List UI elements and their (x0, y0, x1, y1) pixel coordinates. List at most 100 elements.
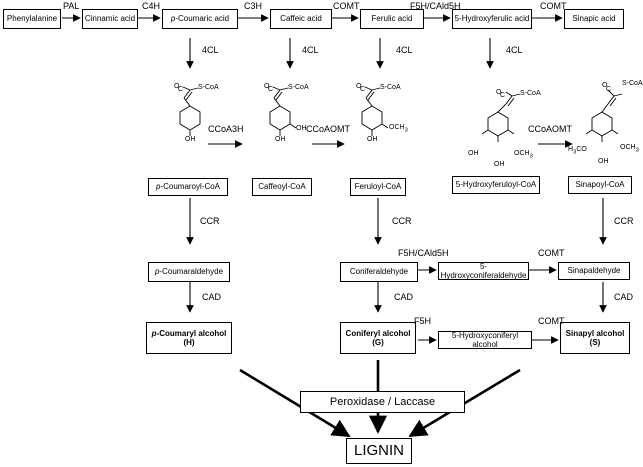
ferulic-acid-box: Ferulic acid (360, 9, 424, 29)
s-coa-3: S-CoA (380, 84, 401, 91)
arrow-s-to-lignin (408, 368, 521, 438)
p-coumaroyl-coa-structure (179, 86, 201, 136)
enzyme-ccoaomt-2: CCoAOMT (528, 124, 573, 134)
enzyme-4cl-3: 4CL (396, 45, 413, 55)
peroxidase-laccase-label: Peroxidase / Laccase (329, 395, 436, 408)
sinapaldehyde-box: Sinapaldehyde (558, 262, 630, 280)
caffeoyl-coa-box: Caffeoyl-CoA (252, 178, 312, 196)
arrow-h-to-lignin (239, 368, 351, 438)
p-coumaroyl-coa-label: -Coumaroyl-CoA (160, 182, 221, 192)
caffeic-acid-box: Caffeic acid (270, 9, 332, 29)
g-unit-label: (G) (372, 338, 384, 347)
enzyme-ccoaomt-1: CCoAOMT (306, 124, 351, 134)
enzyme-ccr-1: CCR (200, 216, 220, 226)
phenylalanine-box: Phenylalanine (3, 9, 61, 29)
coniferyl-alcohol-label: Coniferyl alcohol (345, 328, 411, 338)
hydroxyconiferaldehyde-box: 5-Hydroxyconiferaldehyde (438, 262, 529, 280)
p-prefix: p (170, 14, 176, 24)
s-unit-label: (S) (589, 338, 601, 347)
enzyme-pal: PAL (63, 1, 80, 11)
carbonyl-c-1: C (178, 86, 184, 93)
h3co-5: H3CO (568, 146, 587, 156)
oh-1: OH (185, 136, 196, 143)
s-coa-1: S-CoA (198, 84, 219, 91)
enzyme-4cl-2: 4CL (302, 45, 319, 55)
carbonyl-c-4: C (500, 92, 506, 99)
ferulic-acid-label: Ferulic acid (371, 14, 413, 24)
coniferyl-alcohol-box: Coniferyl alcohol(G) (340, 322, 416, 354)
hydroxyconiferaldehyde-label: 5-Hydroxyconiferaldehyde (440, 261, 527, 280)
och3-3: OCH3 (389, 124, 408, 134)
enzyme-ccoa3h: CCoA3H (208, 124, 244, 134)
p-coumaroyl-coa-box: p-Coumaroyl-CoA (148, 178, 228, 196)
hydroxyconiferyl-alcohol-label: 5-Hydroxyconiferyl alcohol (451, 330, 519, 349)
oh-5: OH (598, 158, 609, 165)
carbonyl-o-2: O (264, 83, 270, 90)
p-coumaraldehyde-box: p-Coumaraldehyde (148, 262, 230, 282)
oh-3: OH (367, 136, 378, 143)
feruloyl-coa-structure (361, 86, 389, 136)
sinapic-acid-box: Sinapic acid (564, 9, 624, 29)
p-coumaric-acid-box: p-Coumaric acid (162, 9, 238, 29)
sinapoyl-coa-box: Sinapoyl-CoA (568, 176, 632, 194)
s-coa-2: S-CoA (288, 84, 309, 91)
carbonyl-c-3: C (360, 86, 366, 93)
sinapyl-alcohol-box: Sinapyl alcohol(S) (560, 322, 630, 354)
enzyme-f5h-cald5h-2: F5H/CAld5H (398, 248, 449, 258)
feruloyl-coa-box: Feruloyl-CoA (350, 178, 406, 196)
p-coumaraldehyde-label: -Coumaraldehyde (159, 267, 224, 277)
p-coumaric-acid-label: -Coumaric acid (175, 14, 230, 24)
sinapic-acid-label: Sinapic acid (572, 14, 616, 24)
enzyme-ccr-2: CCR (392, 216, 412, 226)
cinnamic-acid-box: Cinnamic acid (82, 9, 138, 29)
carbonyl-o-1: O (174, 83, 180, 90)
enzyme-comt-3: COMT (538, 248, 565, 258)
hydroxyferuloyl-coa-box: 5-Hydroxyferuloyl-CoA (452, 176, 540, 194)
p-coumaryl-alcohol-box: p-Coumaryl alcohol(H) (146, 322, 232, 354)
enzyme-c3h: C3H (244, 1, 263, 11)
s-coa-4: S-CoA (520, 90, 541, 97)
enzyme-ccr-3: CCR (614, 216, 634, 226)
enzyme-cad-1: CAD (202, 292, 222, 302)
enzyme-4cl-4: 4CL (506, 45, 523, 55)
sinapoyl-coa-structure (585, 89, 623, 142)
enzyme-cad-3: CAD (614, 292, 634, 302)
och3-5: OCH3 (620, 144, 639, 154)
cinnamic-acid-label: Cinnamic acid (84, 14, 136, 24)
enzyme-c4h: C4H (142, 1, 161, 11)
carbonyl-o-4: O (496, 89, 502, 96)
carbonyl-c-5: C (606, 86, 612, 93)
h-unit-label: (H) (183, 338, 195, 347)
oh-4b: OH (494, 161, 505, 168)
sinapyl-alcohol-label: Sinapyl alcohol (565, 328, 625, 338)
sinapoyl-coa-label: Sinapoyl-CoA (575, 180, 625, 190)
enzyme-cad-2: CAD (394, 292, 414, 302)
caffeoyl-coa-label: Caffeoyl-CoA (258, 182, 306, 192)
carbonyl-c-2: C (268, 86, 274, 93)
enzyme-f5h-cald5h-1: F5H/CAld5H (410, 1, 461, 11)
lignin-label: LIGNIN (353, 442, 404, 460)
p-coumaryl-alcohol-label: -Coumaryl alcohol (156, 328, 227, 338)
carbonyl-o-3: O (356, 83, 362, 90)
hydroxyferuloyl-coa-label: 5-Hydroxyferuloyl-CoA (455, 180, 537, 190)
sinapaldehyde-label: Sinapaldehyde (567, 266, 621, 276)
s-coa-5: S-CoA (622, 80, 643, 87)
coniferaldehyde-label: Coniferaldehyde (349, 267, 409, 277)
och3-4: OCH3 (514, 150, 533, 160)
hydroxyferulic-acid-box: 5-Hydroxyferulic acid (452, 9, 532, 29)
enzyme-comt-4: COMT (538, 316, 565, 326)
lignin-box: LIGNIN (346, 438, 412, 464)
caffeoyl-coa-structure (269, 86, 297, 136)
feruloyl-coa-label: Feruloyl-CoA (354, 182, 402, 192)
enzyme-comt-2: COMT (540, 1, 567, 11)
oh-2b: OH (296, 125, 307, 132)
hydroxyferuloyl-coa-structure (481, 91, 521, 142)
caffeic-acid-label: Caffeic acid (280, 14, 322, 24)
enzyme-comt-1: COMT (333, 1, 360, 11)
peroxidase-laccase-box: Peroxidase / Laccase (300, 391, 465, 413)
hydroxyconiferyl-alcohol-box: 5-Hydroxyconiferyl alcohol (438, 331, 532, 349)
enzyme-4cl-1: 4CL (202, 45, 219, 55)
hydroxyferulic-acid-label: 5-Hydroxyferulic acid (454, 14, 530, 24)
enzyme-f5h: F5H (414, 316, 432, 326)
